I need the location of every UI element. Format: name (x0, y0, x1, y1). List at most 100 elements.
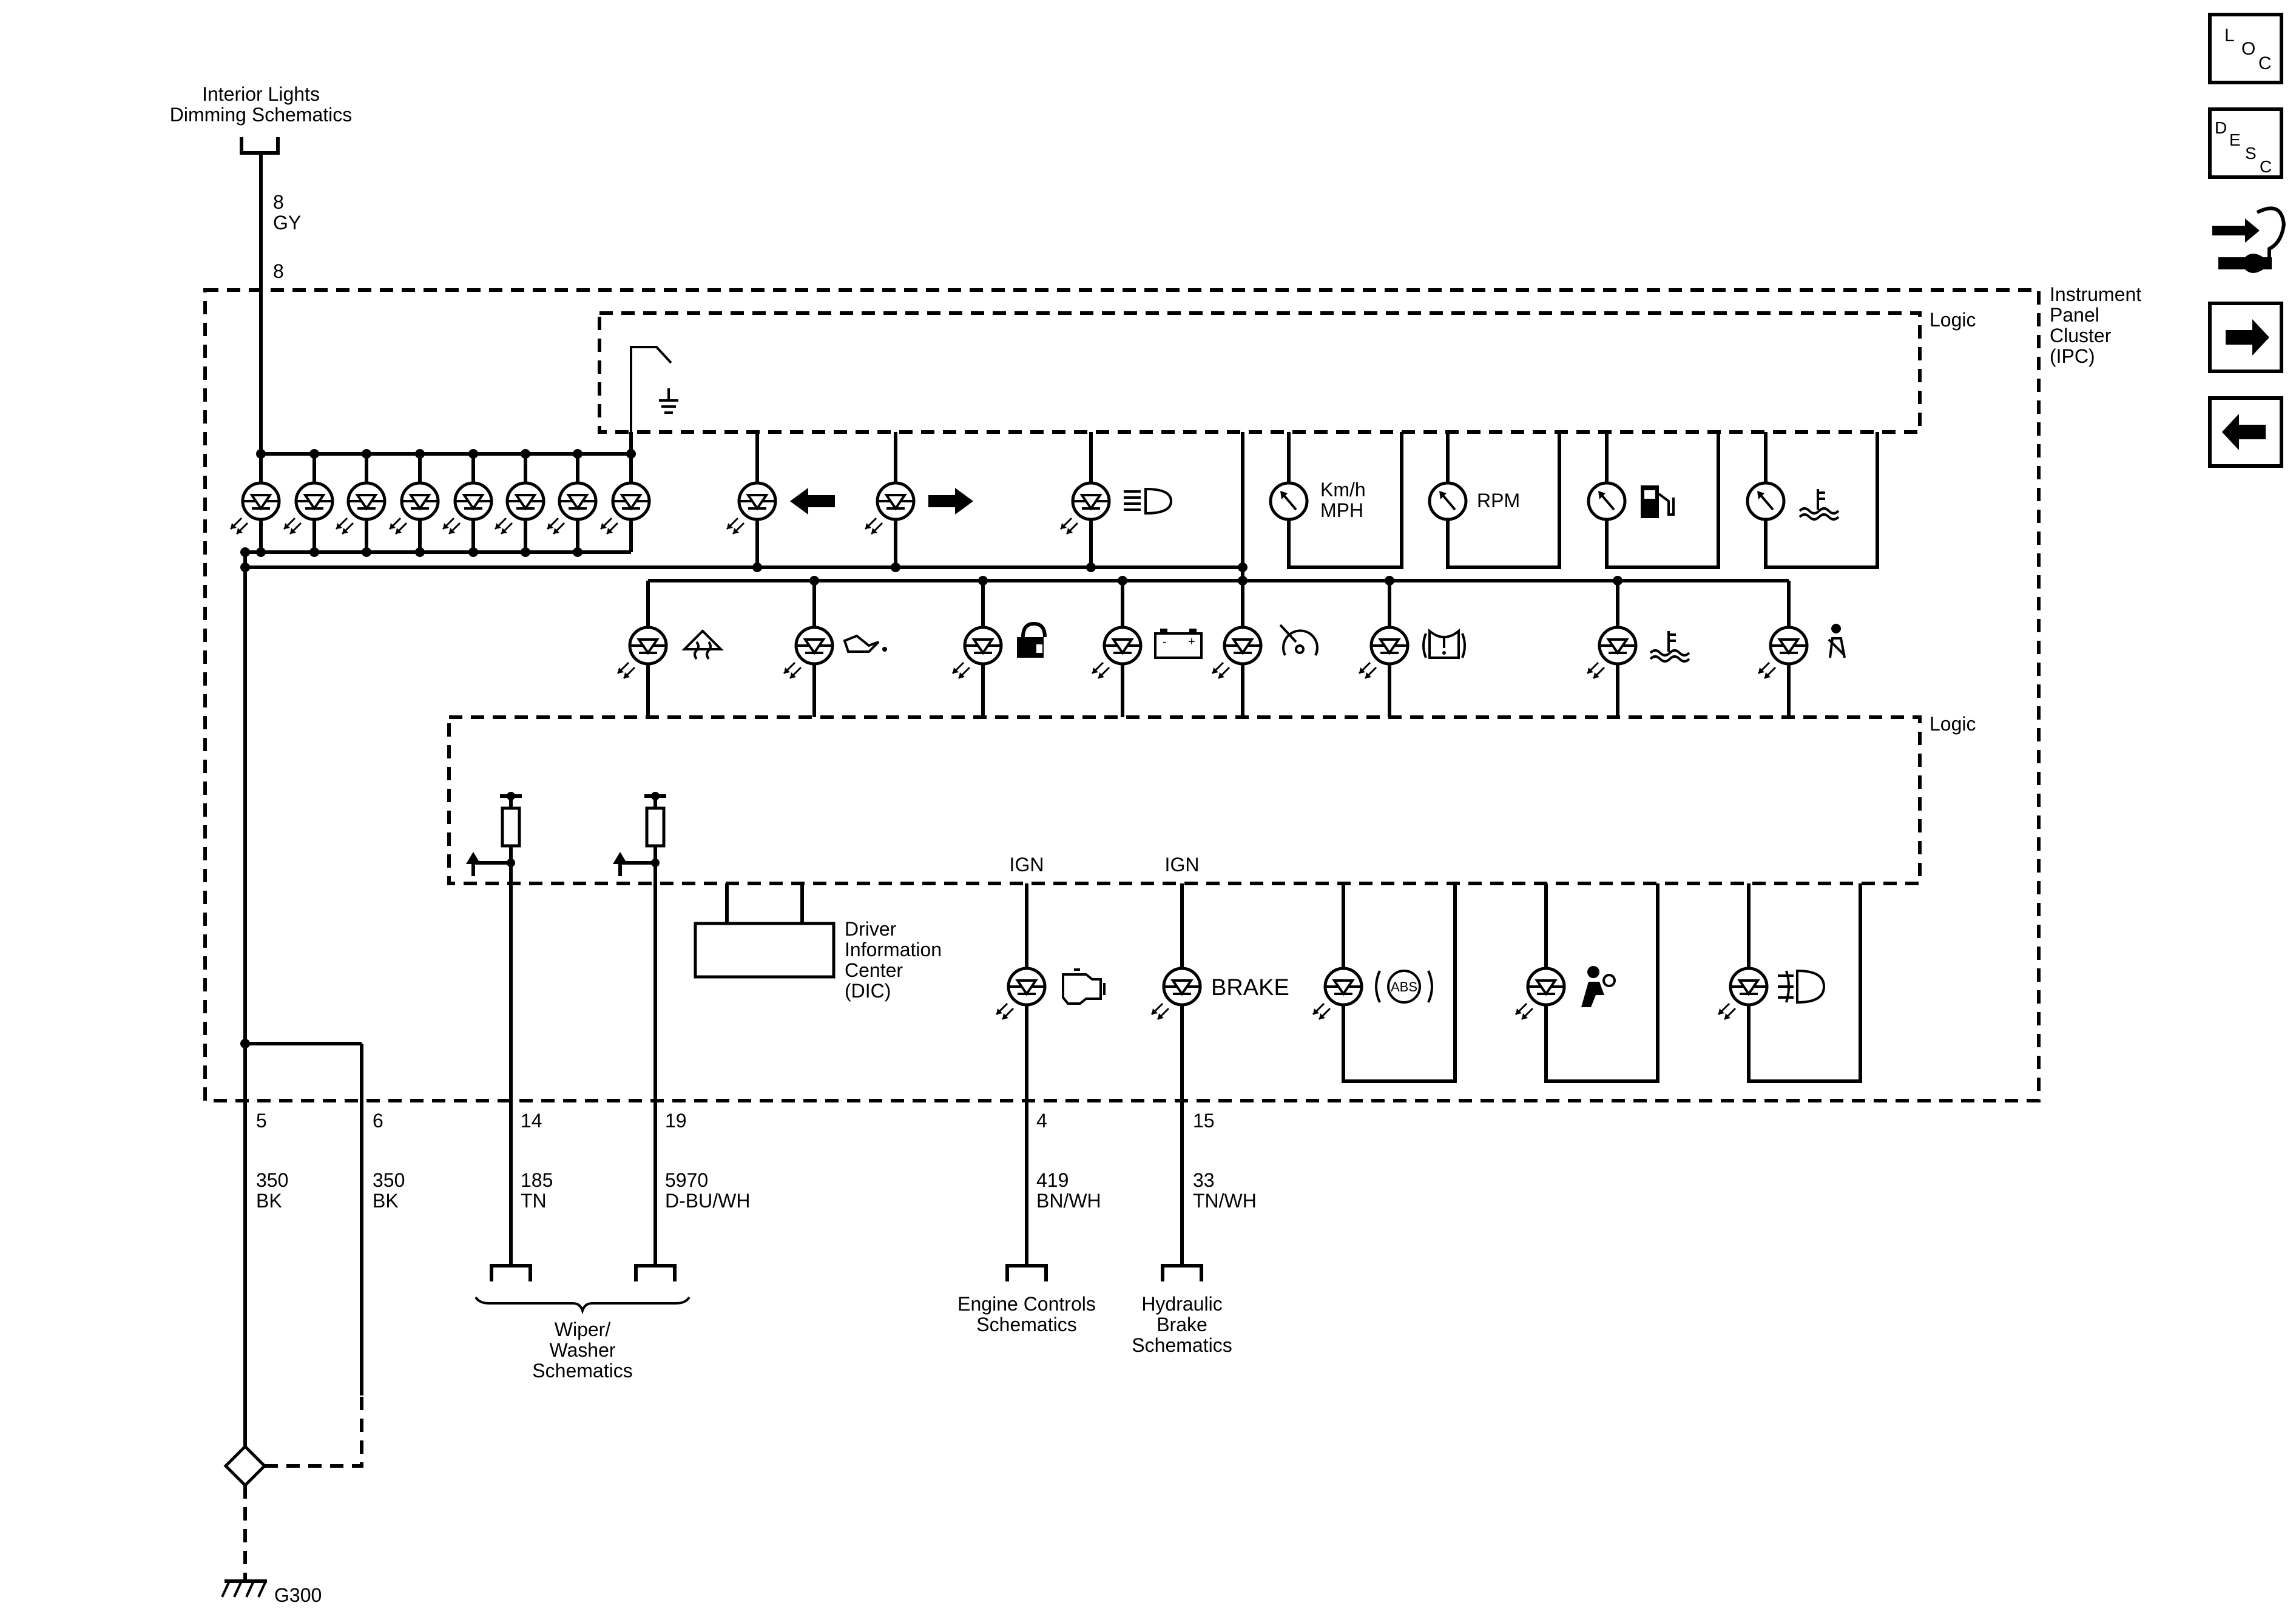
abs-icon: ABS (1391, 979, 1417, 994)
pullup-resistor-2 (645, 806, 666, 848)
brake-circuit: IGN BRAKE (1152, 854, 1289, 1264)
dic-label-3: Center (845, 959, 903, 981)
hydraulic-label-1: Hydraulic (1141, 1293, 1222, 1315)
interior-lights-label-1: Interior Lights (202, 83, 320, 105)
ipc-label-1: Instrument (2050, 283, 2141, 305)
logic-box-top (598, 311, 1922, 434)
connector-end-view-icon[interactable] (2212, 206, 2286, 273)
ipc-boundary (203, 288, 2041, 1102)
tire-pressure-icon (1422, 628, 1466, 659)
circuit-5: 350 (256, 1169, 288, 1191)
seatbelt-icon (1828, 624, 1846, 658)
check-engine-icon (1062, 968, 1106, 1005)
svg-text:-: - (1163, 635, 1167, 649)
battery-icon: - + (1154, 629, 1203, 659)
gauge-coolant (1747, 432, 1879, 569)
dic-label-2: Information (845, 939, 942, 960)
wiper-inputs (466, 792, 666, 1264)
ign-label-1: IGN (1010, 854, 1044, 876)
svg-text:C: C (2258, 53, 2272, 73)
wire-in-pin: 8 (273, 191, 284, 213)
circuit-6: 350 (373, 1169, 405, 1191)
rpm-label: RPM (1477, 490, 1520, 511)
backlight-bulb-6 (495, 483, 544, 534)
oil-pressure-icon (843, 634, 887, 653)
svg-text:C: C (2260, 157, 2272, 176)
svg-text:E: E (2229, 130, 2241, 149)
interior-lights-label-2: Dimming Schematics (170, 104, 353, 126)
g300-label: G300 (274, 1584, 322, 1606)
engine-label-2: Schematics (976, 1314, 1076, 1335)
next-page-button[interactable] (2208, 302, 2283, 373)
connector-symbol (240, 137, 280, 155)
kmh-label: Km/h (1320, 479, 1366, 501)
ipc-label-4: (IPC) (2050, 345, 2095, 367)
wiper-label-3: Schematics (532, 1360, 632, 1382)
right-arrow-icon (2226, 319, 2269, 356)
color-15: TN/WH (1193, 1190, 1257, 1212)
security-icon (1017, 621, 1047, 658)
gauge-speedometer: Km/h MPH (1271, 432, 1403, 569)
prev-page-button[interactable] (2208, 396, 2283, 468)
speedometer-icon (1271, 483, 1307, 519)
coolant-temp-icon (1649, 631, 1690, 663)
backlight-bulb-4 (390, 483, 438, 534)
color-5: BK (256, 1190, 282, 1212)
backlight-bulb-1 (231, 483, 279, 534)
row2-indicators (727, 432, 1173, 572)
brake-label: BRAKE (1211, 975, 1289, 1001)
svg-text:O: O (2241, 39, 2255, 59)
dic-label-1: Driver (845, 918, 897, 940)
airbag-icon (1581, 966, 1616, 1007)
check-engine-circuit: IGN (996, 854, 1106, 1264)
engine-connector (1005, 1264, 1048, 1281)
loc-button[interactable]: L O C (2208, 13, 2283, 84)
backlight-bulb-8 (601, 483, 649, 534)
dic-label-4: (DIC) (845, 980, 891, 1002)
circuit-14: 185 (521, 1169, 553, 1191)
wire-in-color: GY (273, 212, 301, 234)
pin-15: 15 (1193, 1110, 1215, 1132)
driver-information-center: Driver Information Center (DIC) (694, 883, 942, 1002)
logic-box-bottom (447, 715, 1922, 885)
backlight-bulb-5 (443, 483, 491, 534)
logic-bottom-label: Logic (1930, 713, 1976, 735)
right-turn-icon (928, 488, 973, 515)
mph-label: MPH (1320, 499, 1363, 521)
splice-diamond (223, 1444, 267, 1488)
logic-switch (630, 346, 672, 432)
airbag-indicator (1516, 883, 1660, 1083)
cruise-icon (1279, 624, 1319, 656)
circuit-15: 33 (1193, 1169, 1215, 1191)
ground-g300-icon (221, 1579, 267, 1598)
tachometer-icon (1430, 483, 1466, 519)
backlight-bulb-7 (547, 483, 596, 534)
fog-lamp-icon (1778, 969, 1826, 1004)
logic-top-label: Logic (1930, 309, 1976, 331)
backlight-bulb-3 (336, 483, 385, 534)
fuel-gauge-icon (1641, 485, 1675, 518)
pin-4: 4 (1036, 1110, 1047, 1132)
row3-indicators: - + (618, 576, 1846, 717)
circuit-19: 5970 (665, 1169, 708, 1191)
high-beam-icon (1124, 487, 1173, 515)
pin-14: 14 (521, 1110, 542, 1132)
ipc-label-3: Cluster (2050, 325, 2112, 346)
ground-wire-6-dashed (265, 1396, 363, 1468)
engine-label-1: Engine Controls (957, 1293, 1096, 1315)
abs-indicator: ABS (1313, 883, 1457, 1083)
traction-control-icon (681, 629, 724, 660)
ign-label-2: IGN (1165, 854, 1200, 876)
hydraulic-label-3: Schematics (1132, 1334, 1232, 1356)
wiper-label-2: Washer (549, 1339, 615, 1361)
desc-button[interactable]: D E S C (2208, 107, 2283, 179)
circuit-4: 419 (1036, 1169, 1069, 1191)
ipc-label-2: Panel (2050, 304, 2099, 326)
hydraulic-label-2: Brake (1156, 1314, 1207, 1335)
wiper-connector-2 (634, 1264, 677, 1281)
wiper-brace (474, 1296, 690, 1315)
left-arrow-icon (2222, 414, 2266, 450)
gauge-tachometer: RPM (1430, 432, 1561, 569)
svg-text:D: D (2215, 118, 2227, 137)
